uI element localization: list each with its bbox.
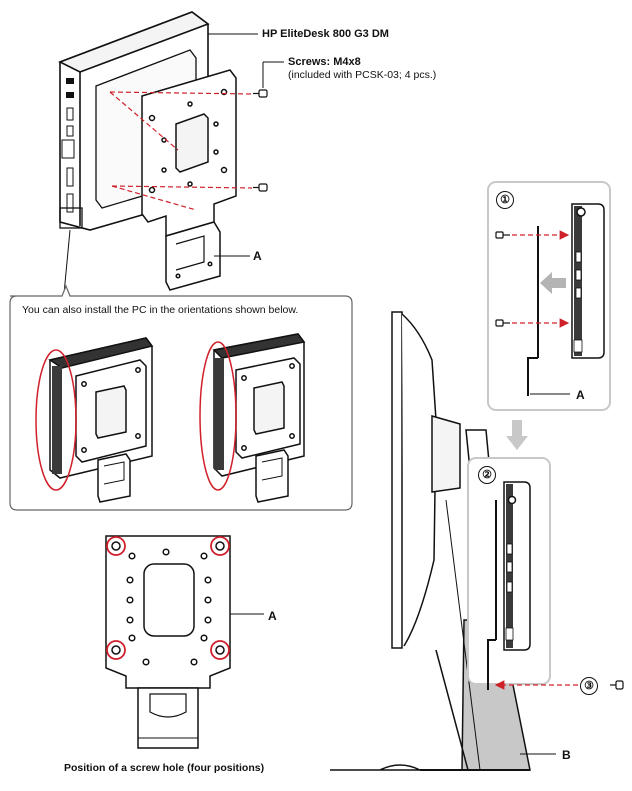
orientation-variant-left [35,337,154,503]
step-2-marker: ② [478,466,496,484]
leader-lines-top [63,33,284,295]
step-1-panel [487,181,611,411]
part-a-label-step1: A [576,388,585,402]
part-a-label-top: A [253,249,262,263]
pc-bracket-assembly [58,11,284,295]
step-1-marker: ① [496,191,514,209]
screws-title-label: Screws: M4x8 [288,56,361,68]
part-b-label: B [562,748,571,762]
bracket-a-top [141,69,237,291]
step-down-arrow [506,420,528,450]
screws-note-label: (included with PCSK-03; 4 pcs.) [288,69,437,81]
orientation-panel [9,284,353,511]
step-3-marker: ③ [580,677,598,695]
bracket-a-front-view [105,535,231,749]
part-a-label-front: A [268,609,277,623]
orientation-note: You can also install the PC in the orien… [22,304,299,316]
screw-icon [610,680,624,690]
step-2-panel [467,457,551,690]
product-name-label: HP EliteDesk 800 G3 DM [262,28,389,40]
screw-icon [495,231,510,327]
push-arrow-icon [540,272,566,294]
screw-alignment-lines [109,91,253,211]
orientation-variant-right [199,333,306,503]
screw-icon [253,89,268,192]
screw-hole-highlights [106,536,230,660]
screw-hole-caption: Position of a screw hole (four positions… [64,762,265,774]
